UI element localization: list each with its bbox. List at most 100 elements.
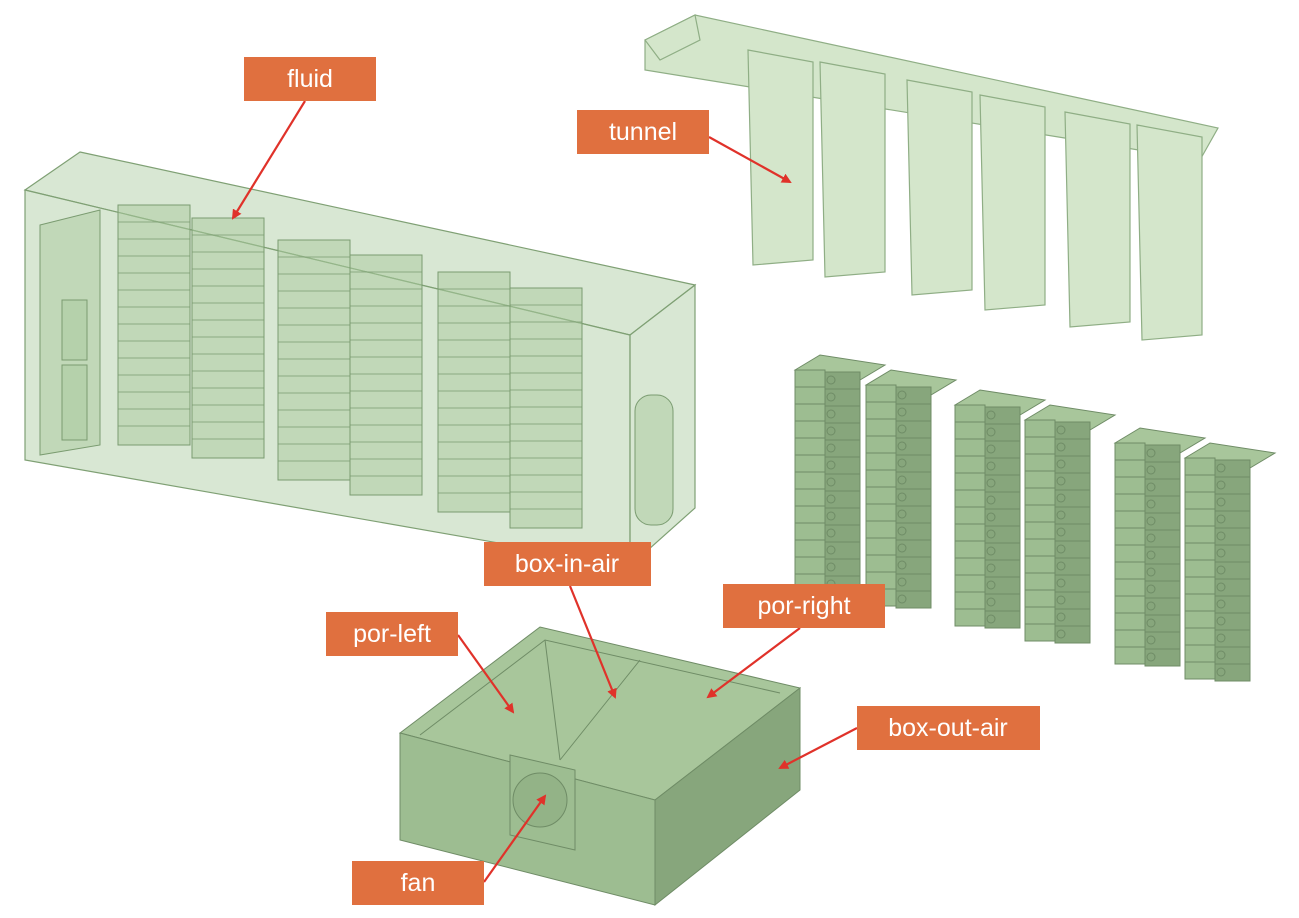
- label-text: box-out-air: [888, 714, 1008, 742]
- server-unit: [1114, 527, 1146, 546]
- label-fan: fan: [352, 861, 484, 905]
- server-unit: [954, 506, 986, 525]
- server-unit: [794, 471, 826, 490]
- box-assembly: [398, 626, 802, 907]
- label-text: tunnel: [609, 118, 677, 146]
- server-unit: [1184, 559, 1216, 578]
- server-unit: [1024, 487, 1056, 506]
- server-unit: [1114, 442, 1146, 461]
- arrow-tunnel: [708, 136, 792, 183]
- server-unit: [865, 452, 897, 471]
- server-unit: [1024, 521, 1056, 540]
- server-unit: [1114, 578, 1146, 597]
- server-unit: [1184, 508, 1216, 527]
- server-unit: [1114, 476, 1146, 495]
- server-unit: [865, 469, 897, 488]
- arrow-por-left: [457, 634, 515, 714]
- label-text: por-left: [353, 620, 431, 648]
- server-unit: [794, 386, 826, 405]
- server-unit: [865, 486, 897, 505]
- server-unit: [794, 488, 826, 507]
- rack-shape: [117, 204, 191, 446]
- server-unit: [794, 369, 826, 388]
- server-unit: [865, 401, 897, 420]
- server-unit: [794, 437, 826, 456]
- server-unit: [1184, 610, 1216, 629]
- server-unit: [1114, 612, 1146, 631]
- server-unit: [1024, 470, 1056, 489]
- server-unit: [794, 420, 826, 439]
- rack-shape: [191, 217, 265, 459]
- arrow-box-out-air: [778, 727, 858, 769]
- label-box-out-air: box-out-air: [857, 706, 1040, 750]
- server-unit: [1024, 538, 1056, 557]
- tunnel-panel: [1136, 124, 1203, 341]
- server-unit: [954, 591, 986, 610]
- server-unit: [794, 556, 826, 575]
- label-text: fan: [401, 869, 436, 897]
- server-unit: [1184, 593, 1216, 612]
- tunnel-panel: [906, 79, 973, 296]
- server-unit: [794, 505, 826, 524]
- server-unit: [1184, 525, 1216, 544]
- server-unit: [954, 540, 986, 559]
- server-unit: [954, 421, 986, 440]
- server-unit: [954, 489, 986, 508]
- server-unit: [1184, 627, 1216, 646]
- server-unit: [1114, 544, 1146, 563]
- server-unit: [1114, 493, 1146, 512]
- label-text: fluid: [287, 65, 333, 93]
- tunnel-panel: [1064, 111, 1131, 328]
- server-unit: [954, 472, 986, 491]
- server-unit: [1184, 542, 1216, 561]
- server-unit: [1184, 457, 1216, 476]
- server-unit: [1024, 623, 1056, 642]
- server-unit: [865, 503, 897, 522]
- server-unit: [794, 522, 826, 541]
- server-unit: [865, 520, 897, 539]
- server-unit: [954, 557, 986, 576]
- label-box-in-air: box-in-air: [484, 542, 651, 586]
- label-text: box-in-air: [515, 550, 619, 578]
- tunnel-panel: [819, 61, 886, 278]
- server-unit: [794, 539, 826, 558]
- label-tunnel: tunnel: [577, 110, 709, 154]
- rack-shape: [349, 254, 423, 496]
- server-unit: [1024, 555, 1056, 574]
- cylinder-shape: [634, 394, 674, 526]
- tunnel-panel: [747, 49, 814, 266]
- server-unit: [1024, 453, 1056, 472]
- server-unit: [1114, 646, 1146, 665]
- server-unit: [865, 537, 897, 556]
- server-unit: [954, 455, 986, 474]
- server-unit: [865, 435, 897, 454]
- server-stacks: [793, 354, 1277, 682]
- rack-shape: [277, 239, 351, 481]
- arrow-box-in-air: [568, 585, 617, 699]
- label-por-left: por-left: [326, 612, 458, 656]
- server-unit: [1184, 644, 1216, 663]
- rack-shape: [437, 271, 511, 513]
- server-unit: [1184, 576, 1216, 595]
- label-fluid: fluid: [244, 57, 376, 101]
- server-unit: [1024, 436, 1056, 455]
- server-unit: [1184, 661, 1216, 680]
- arrow-fan: [483, 794, 547, 883]
- server-unit: [1024, 572, 1056, 591]
- tunnel-panel: [979, 94, 1046, 311]
- server-unit: [1184, 474, 1216, 493]
- server-unit: [794, 403, 826, 422]
- server-unit: [1024, 606, 1056, 625]
- server-unit: [865, 554, 897, 573]
- server-unit: [1184, 491, 1216, 510]
- server-unit: [794, 454, 826, 473]
- tunnel-geometry: [644, 14, 1219, 341]
- server-unit: [1114, 629, 1146, 648]
- server-unit: [954, 523, 986, 542]
- label-text: por-right: [757, 592, 850, 620]
- server-unit: [865, 384, 897, 403]
- server-unit: [1024, 589, 1056, 608]
- label-por-right: por-right: [723, 584, 885, 628]
- rack-shape: [509, 287, 583, 529]
